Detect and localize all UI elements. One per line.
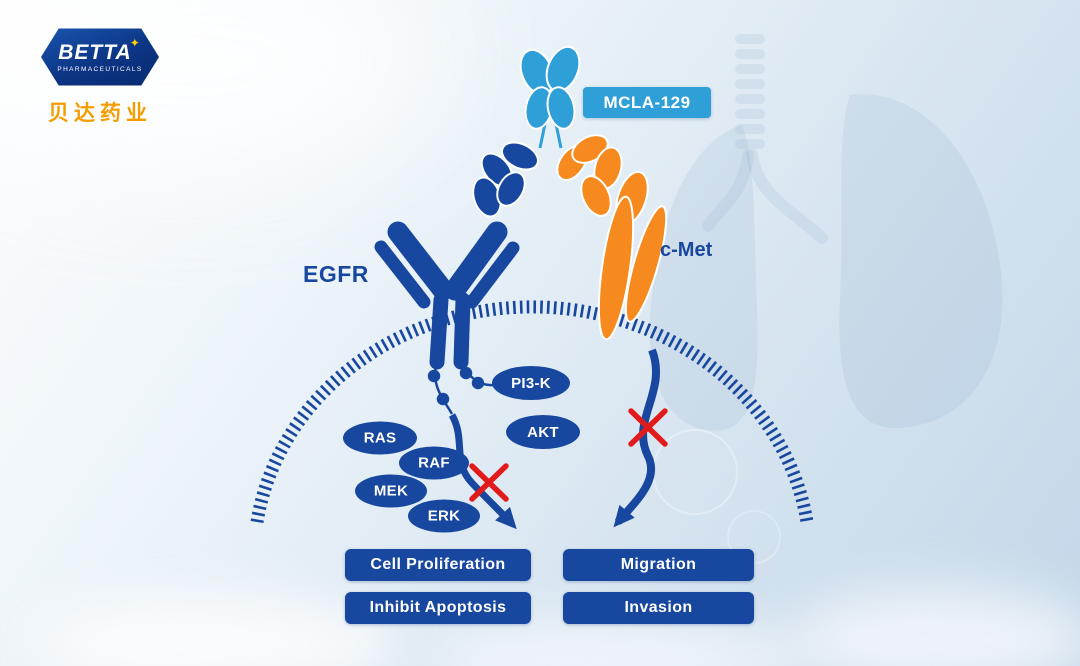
mcla-antibody-shape [519,45,581,149]
molecule-pi3k: PI3-K [492,366,570,400]
trachea-icon [735,34,765,149]
lungs-silhouette [649,34,1003,431]
outcome-box-inhibit-apoptosis: Inhibit Apoptosis [345,592,531,624]
brand-subtitle: PHARMACEUTICALS [57,65,143,73]
cmet-receptor-shape [556,134,668,341]
betta-logo: BETTA ✦ PHARMACEUTICALS 贝达药业 [40,26,160,127]
egfr-receptor-shape [374,221,520,370]
egfr-binding-arm-shape [472,141,539,218]
molecule-mek: MEK [355,474,427,508]
cmet-label: c-Met [660,239,713,261]
inhibition-x-left [469,463,509,502]
molecule-ras: RAS [343,421,417,455]
signal-arrow-left [448,413,517,530]
molecule-erk: ERK [408,499,480,533]
signal-chain-dots [427,361,495,415]
cell-membrane [250,300,814,524]
star-icon: ✦ [129,35,140,50]
inhibition-x-right [628,408,668,447]
egfr-label: EGFR [303,261,369,287]
molecule-akt: AKT [506,415,580,449]
outcome-box-invasion: Invasion [563,592,754,624]
brand-name: BETTA [58,40,132,64]
betta-logo-shield: BETTA ✦ PHARMACEUTICALS [41,28,159,86]
outcome-box-migration: Migration [563,549,754,581]
chinese-brand-name: 贝达药业 [48,102,152,125]
molecule-raf: RAF [399,446,469,480]
signal-arrow-right [613,348,661,528]
outcome-box-cell-proliferation: Cell Proliferation [345,549,531,581]
mcla-129-label: MCLA-129 [583,87,711,118]
